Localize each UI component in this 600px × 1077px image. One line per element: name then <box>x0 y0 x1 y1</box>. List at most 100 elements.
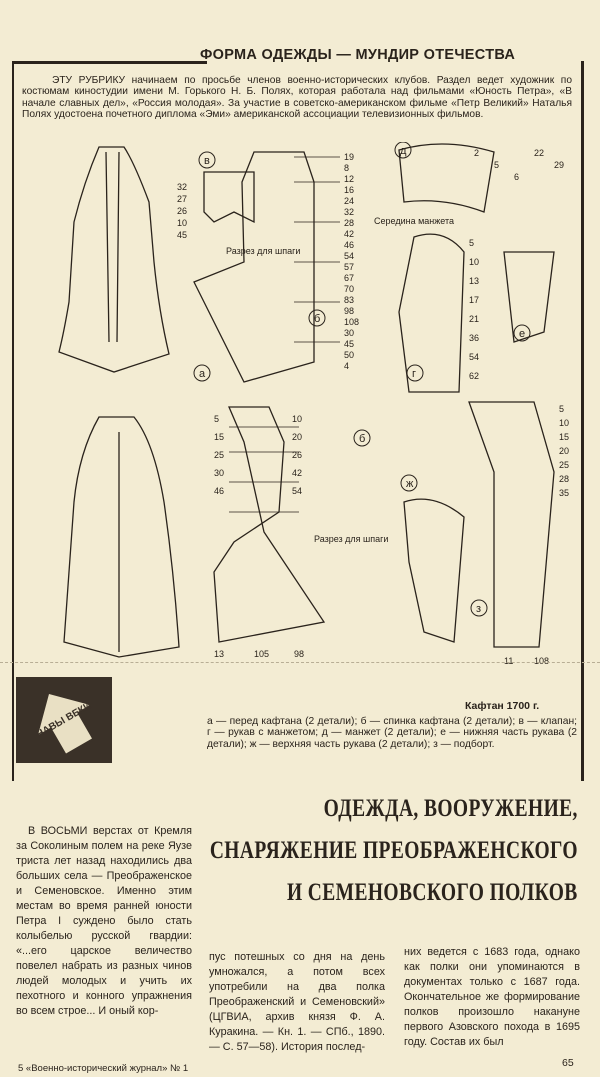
pattern-measurement: 4 <box>344 361 349 371</box>
pattern-measurement: 36 <box>469 333 479 343</box>
pattern-measurement: 28 <box>559 474 569 484</box>
pattern-measurement: 26 <box>177 206 187 216</box>
piece-back <box>213 406 326 643</box>
pattern-measurement: 54 <box>344 251 354 261</box>
pattern-measurement: 19 <box>344 152 354 162</box>
pattern-measurement: 2 <box>474 148 479 158</box>
pattern-measurement: 21 <box>469 314 479 324</box>
pattern-measurement: 46 <box>214 486 224 496</box>
pattern-measurement: 42 <box>344 229 354 239</box>
pattern-note: Разрез для шпаги <box>314 534 388 544</box>
pattern-measurement: 10 <box>559 418 569 428</box>
pattern-measurement: 54 <box>469 352 479 362</box>
pattern-measurement: 70 <box>344 284 354 294</box>
fold-line <box>0 662 600 663</box>
article-title-line-1: ОДЕЖДА, ВООРУЖЕНИЕ, <box>323 795 578 822</box>
pattern-measurement: 10 <box>292 414 302 424</box>
pattern-measurement: 13 <box>469 276 479 286</box>
article-column-3: них ведется с 1683 года, однако как полк… <box>404 946 580 1048</box>
pattern-measurement: 108 <box>534 656 549 666</box>
article-column-2: пус потешных со дня на день умножался, а… <box>209 951 385 1053</box>
piece-marker-circle <box>394 142 412 159</box>
pattern-measurement: 5 <box>494 160 499 170</box>
pattern-measurement: 5 <box>469 238 474 248</box>
piece-letter: з <box>476 603 481 615</box>
pattern-measurement: 26 <box>292 450 302 460</box>
pattern-measurement: 28 <box>344 218 354 228</box>
pattern-measurement: 10 <box>469 257 479 267</box>
pattern-measurement: 98 <box>294 649 304 659</box>
piece-marker-circle <box>353 429 371 447</box>
rubric-logo-badge <box>16 677 112 763</box>
pattern-measurement: 25 <box>559 460 569 470</box>
piece-letter: б <box>359 433 365 445</box>
page-number: 65 <box>562 1057 574 1069</box>
piece-marker-circle <box>193 364 211 382</box>
pattern-measurement: 15 <box>214 432 224 442</box>
pattern-measurement: 20 <box>559 446 569 456</box>
pattern-measurement: 15 <box>559 432 569 442</box>
rubric-title: ФОРМА ОДЕЖДЫ — МУНДИР ОТЕЧЕСТВА <box>200 47 516 63</box>
pattern-measurement: 42 <box>292 468 302 478</box>
piece-cuff <box>398 143 495 213</box>
pattern-measurement: 16 <box>344 185 354 195</box>
section-frame <box>12 61 584 781</box>
pattern-measurement: 35 <box>559 488 569 498</box>
pattern-note: Середина манжета <box>374 216 454 226</box>
pattern-measurement: 5 <box>559 404 564 414</box>
piece-marker-circle <box>470 599 488 617</box>
piece-facing <box>468 401 555 648</box>
pattern-measurement: 57 <box>344 262 354 272</box>
article-title-line-3: И СЕМЕНОВСКОГО ПОЛКОВ <box>287 879 578 906</box>
pattern-measurement: 13 <box>214 649 224 659</box>
pattern-measurement: 67 <box>344 273 354 283</box>
pattern-measurement: 6 <box>514 172 519 182</box>
journal-footer: 5 «Военно-исторический журнал» № 1 <box>18 1063 189 1074</box>
piece-marker-circle <box>406 364 424 382</box>
piece-marker-circle <box>513 324 531 342</box>
pattern-measurement: 54 <box>292 486 302 496</box>
pattern-measurement: 105 <box>254 649 269 659</box>
intro-text: ЭТУ РУБРИКУ начинаем по просьбе членов в… <box>22 75 572 121</box>
piece-letter: ж <box>406 478 414 490</box>
pattern-measurement: 5 <box>214 414 219 424</box>
badge-text: НАВЫ ВЕКИ <box>34 699 94 741</box>
pattern-measurement: 8 <box>344 163 349 173</box>
pattern-measurement: 50 <box>344 350 354 360</box>
article-title-line-2: СНАРЯЖЕНИЕ ПРЕОБРАЖЕНСКОГО <box>209 837 578 864</box>
pattern-note: Разрез для шпаги <box>226 246 300 256</box>
pattern-measurement: 11 <box>504 656 513 666</box>
pattern-measurement: 32 <box>344 207 354 217</box>
piece-marker-circle <box>198 151 216 169</box>
pattern-measurement: 45 <box>344 339 354 349</box>
pattern-measurement: 30 <box>344 328 354 338</box>
piece-flap <box>203 171 255 224</box>
coat-front-illustration <box>58 146 170 373</box>
figure-caption: Кафтан 1700 г. <box>465 700 540 712</box>
header-rule <box>12 61 207 64</box>
pattern-measurement: 30 <box>214 468 224 478</box>
piece-letter: в <box>204 155 210 167</box>
article-column-1: В ВОСЬМИ верстах от Кремля за Соколиным … <box>16 825 192 1017</box>
piece-letter: д <box>400 145 407 157</box>
piece-sleeve <box>398 233 465 393</box>
piece-letter: г <box>412 368 416 380</box>
pattern-measurement: 98 <box>344 306 354 316</box>
pattern-measurement: 10 <box>177 218 187 228</box>
pattern-measurement: 46 <box>344 240 354 250</box>
piece-lower-sleeve <box>503 251 555 343</box>
pattern-measurement: 24 <box>344 196 354 206</box>
piece-marker-circle <box>400 474 418 492</box>
piece-letter: б <box>314 313 320 325</box>
piece-letter: е <box>519 328 525 340</box>
coat-back-illustration <box>63 416 180 658</box>
piece-front <box>193 151 315 383</box>
pattern-measurement: 108 <box>344 317 359 327</box>
pattern-measurement: 27 <box>177 194 187 204</box>
pattern-measurement: 22 <box>534 148 544 158</box>
pattern-measurement: 12 <box>344 174 354 184</box>
pattern-measurement: 83 <box>344 295 354 305</box>
pattern-measurement: 25 <box>214 450 224 460</box>
pattern-measurement: 17 <box>469 295 479 305</box>
